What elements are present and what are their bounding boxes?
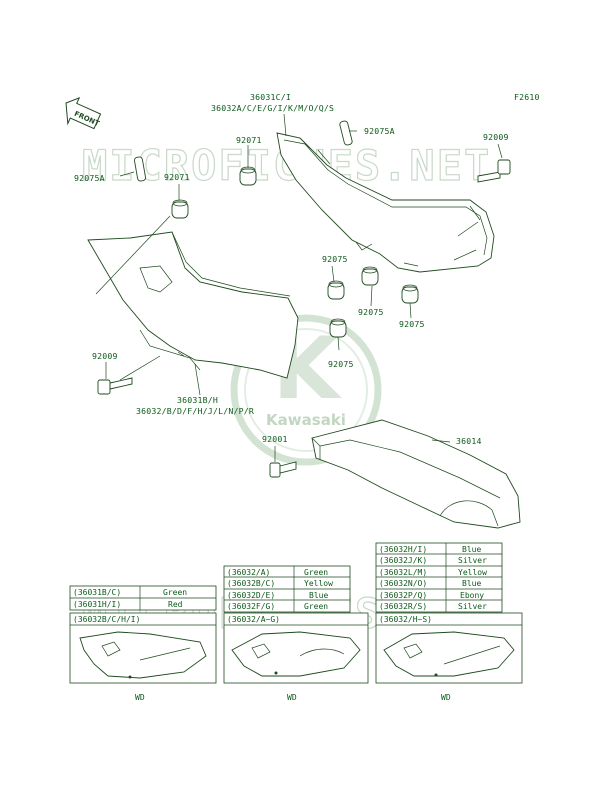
label-36032b-list: 36032/B/D/F/H/J/L/N/P/R (136, 406, 254, 416)
panel1-part-header: (36032B/C/H/I) (73, 615, 140, 624)
panel2-row3-color: Blue (309, 591, 328, 600)
grommet-92075-c (401, 284, 419, 304)
panel3-row3-part: (36032L/M) (379, 568, 427, 577)
label-92009-right: 92009 (483, 132, 509, 142)
grommet-92071-top (239, 166, 257, 186)
bolt-92009-left (97, 377, 133, 395)
panel3-row6-part: (36032R/S) (379, 602, 427, 611)
variant-panel-3: (36032H/I) Blue (36032J/K) Silver (36032… (375, 542, 523, 702)
panel3-row2-color: Silver (458, 556, 487, 565)
label-92075-d: 92075 (328, 359, 354, 369)
panel3-row4-color: Blue (462, 579, 481, 588)
figure-code: F2610 (514, 92, 540, 102)
panel1-wd: WD (135, 693, 145, 702)
tail-cover (311, 419, 521, 529)
panel3-row1-color: Blue (462, 545, 481, 554)
grommet-92075-b (361, 266, 379, 286)
label-92075-a: 92075 (322, 254, 348, 264)
panel3-row6-color: Silver (458, 602, 487, 611)
label-36031bh: 36031B/H (177, 395, 218, 405)
label-92001: 92001 (262, 434, 288, 444)
panel2-wd: WD (287, 693, 297, 702)
panel3-row5-part: (36032P/Q) (379, 591, 427, 600)
left-side-cover (87, 231, 299, 379)
panel3-row1-part: (36032H/I) (379, 545, 427, 554)
panel3-row4-part: (36032N/O) (379, 579, 427, 588)
label-92075-b: 92075 (358, 307, 384, 317)
label-92075a-right: 92075A (364, 126, 395, 136)
panel1-row2-color: Red (168, 600, 183, 609)
kawasaki-logo-text: Kawasaki (266, 411, 346, 429)
pin-92075a-left (134, 156, 146, 182)
panel2-row4-part: (36032F/G) (227, 602, 275, 611)
variant-panel-1: (36031B/C) Green (36031H/I) Red (36032B/… (69, 585, 217, 702)
variant-panel-2: (36032/A) Green (36032B/C) Yellow (36032… (223, 565, 369, 702)
label-36032a-list: 36032A/C/E/G/I/K/M/O/Q/S (211, 103, 334, 113)
front-arrow-icon: FRONT (65, 97, 102, 130)
grommet-92075-a (327, 280, 345, 300)
label-92071-left: 92071 (164, 172, 190, 182)
bolt-92009-right (477, 159, 511, 183)
panel3-row5-color: Ebony (460, 591, 484, 600)
panel3-wd: WD (441, 693, 451, 702)
panel2-row2-part: (36032B/C) (227, 579, 275, 588)
panel2-row1-color: Green (304, 568, 328, 577)
label-92075-c: 92075 (399, 319, 425, 329)
pin-92075a-right (339, 120, 353, 146)
label-36014: 36014 (456, 436, 482, 446)
label-92071-top: 92071 (236, 135, 262, 145)
panel1-row1-color: Green (163, 588, 187, 597)
panel2-row4-color: Green (304, 602, 328, 611)
panel3-part-header: (36032/H~S) (379, 615, 432, 624)
panel2-row3-part: (36032D/E) (227, 591, 275, 600)
panel3-row3-color: Yellow (458, 568, 487, 577)
bolt-92001 (269, 461, 297, 478)
panel1-row2-part: (36031H/I) (73, 600, 121, 609)
panel1-row1-part: (36031B/C) (73, 588, 121, 597)
panel2-row2-color: Yellow (304, 579, 333, 588)
leader-lines (95, 113, 503, 462)
label-36031ci: 36031C/I (250, 92, 291, 102)
panel2-part-header: (36032/A~G) (227, 615, 280, 624)
grommet-92071-left (171, 199, 189, 219)
right-side-cover (276, 132, 495, 273)
label-92075a-left: 92075A (74, 173, 105, 183)
label-92009-left: 92009 (92, 351, 118, 361)
panel3-row2-part: (36032J/K) (379, 556, 427, 565)
panel2-row1-part: (36032/A) (227, 568, 270, 577)
grommet-92075-d (329, 318, 347, 338)
